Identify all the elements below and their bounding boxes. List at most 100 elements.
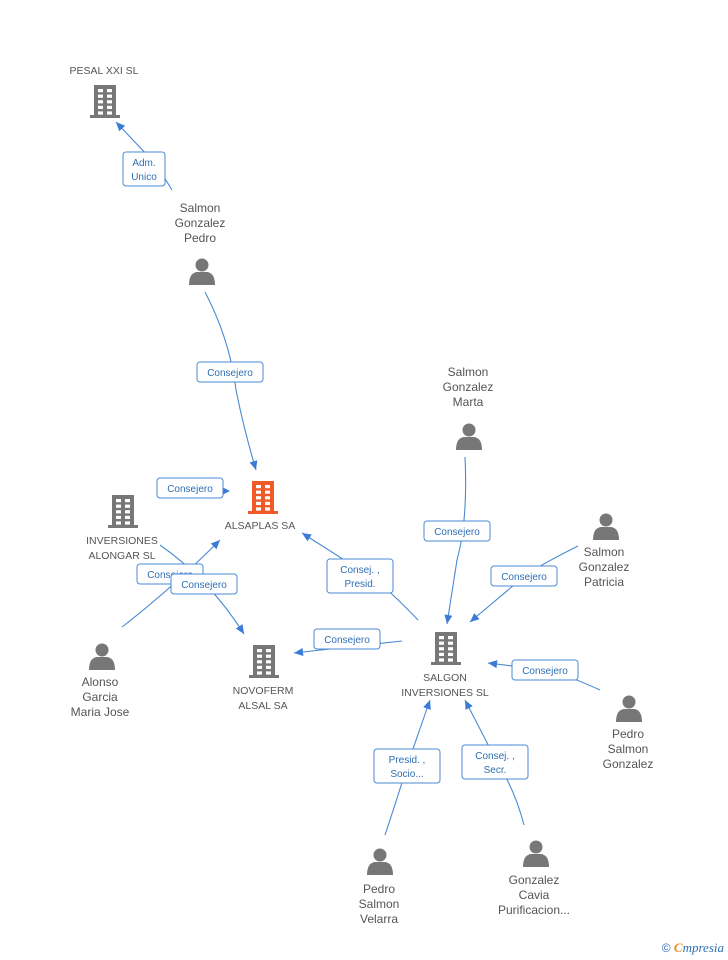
edge-label-e3[interactable]: Consejero [156, 477, 224, 499]
edge-label-e2[interactable]: Consejero [196, 361, 264, 383]
footer-credit[interactable]: © Cmpresia [662, 940, 724, 956]
building-window [266, 671, 271, 675]
building-window [265, 496, 270, 500]
person-head [195, 258, 209, 272]
building-window [116, 499, 121, 503]
person-body [367, 862, 393, 875]
arrow-head-icon [302, 533, 312, 542]
edge-label-text: Consejero [522, 666, 568, 677]
person-head [622, 695, 636, 709]
building-window [266, 660, 271, 664]
building-window [266, 649, 271, 653]
node-alsaplas[interactable]: ALSAPLAS SA [225, 481, 296, 532]
building-window [107, 111, 112, 115]
building-window [257, 665, 262, 669]
edge-label-e7[interactable]: Consejero [313, 628, 381, 650]
edge-label-e12[interactable]: Consej. , Secr. [461, 744, 529, 780]
arrow-head-icon [444, 614, 453, 624]
building-window [439, 641, 444, 645]
edge-line [204, 291, 257, 471]
edge-label-box [423, 520, 491, 542]
node-gonzalez_cavia[interactable]: GonzalezCaviaPurificacion... [498, 840, 570, 918]
node-label: Salmon [584, 545, 625, 559]
node-label: Alonso [82, 675, 119, 689]
arrow-head-icon [249, 460, 258, 470]
node-label: Gonzalez [603, 757, 654, 771]
building-window [125, 499, 130, 503]
person-icon [616, 695, 642, 722]
node-label: Patricia [584, 575, 624, 589]
edge-label-text: Consejero [207, 368, 253, 379]
building-window [257, 654, 262, 658]
building-window [256, 507, 261, 511]
copyright-symbol: © [661, 941, 671, 955]
edge-label-box [511, 659, 579, 681]
building-window [256, 501, 261, 505]
edge-label-text: Secr. [484, 765, 507, 776]
edge-label-text: Consej. , [475, 751, 514, 762]
node-label: INVERSIONES [86, 535, 158, 547]
building-window [448, 652, 453, 656]
building-body [252, 481, 274, 513]
node-label: PESAL XXI SL [69, 65, 138, 77]
building-window [107, 100, 112, 104]
edge-label-text: Presid. , [389, 755, 426, 766]
node-label: Gonzalez [509, 873, 560, 887]
building-window [448, 658, 453, 662]
building-window [107, 94, 112, 98]
building-window [98, 111, 103, 115]
edge-label-e9[interactable]: Consejero [490, 565, 558, 587]
person-icon [456, 423, 482, 450]
building-body [112, 495, 134, 527]
company-building-icon [90, 85, 120, 118]
building-window [256, 496, 261, 500]
building-window [265, 501, 270, 505]
node-pesal[interactable]: PESAL XXI SL [69, 65, 139, 118]
person-head [95, 643, 109, 657]
building-window [125, 515, 130, 519]
building-window [265, 485, 270, 489]
building-body [435, 632, 457, 664]
node-label: ALSAPLAS SA [225, 520, 296, 532]
edge-label-e11[interactable]: Presid. ,Socio... [373, 748, 441, 784]
node-label: Garcia [82, 690, 118, 704]
edge-label-box [156, 477, 224, 499]
edge-label-e6[interactable]: Consej. ,Presid. [326, 558, 394, 594]
node-label: Pedro [184, 231, 216, 245]
edge-label-e8[interactable]: Consejero [423, 520, 491, 542]
building-window [265, 490, 270, 494]
person-head [529, 840, 543, 854]
person-head [373, 848, 387, 862]
building-window [448, 636, 453, 640]
node-label: Marta [453, 395, 484, 409]
edge-label-e5[interactable]: Consejero [170, 573, 238, 595]
edge-label-text: Consej. , [340, 565, 379, 576]
building-window [98, 105, 103, 109]
person-icon [89, 643, 115, 670]
edge-label-box [313, 628, 381, 650]
edge-label-e10[interactable]: Consejero [511, 659, 579, 681]
edge-label-text: Consejero [147, 570, 193, 581]
building-window [439, 647, 444, 651]
building-base [248, 511, 278, 514]
building-window [257, 649, 262, 653]
building-window [107, 105, 112, 109]
node-label: Salmon [359, 897, 400, 911]
person-head [599, 513, 613, 527]
edge-label-text: Consejero [181, 580, 227, 591]
arrow-head-icon [116, 122, 126, 132]
building-base [90, 115, 120, 118]
person-icon [523, 840, 549, 867]
edge-label-e1[interactable]: Adm.Unico [122, 151, 166, 187]
building-window [256, 485, 261, 489]
building-window [266, 665, 271, 669]
